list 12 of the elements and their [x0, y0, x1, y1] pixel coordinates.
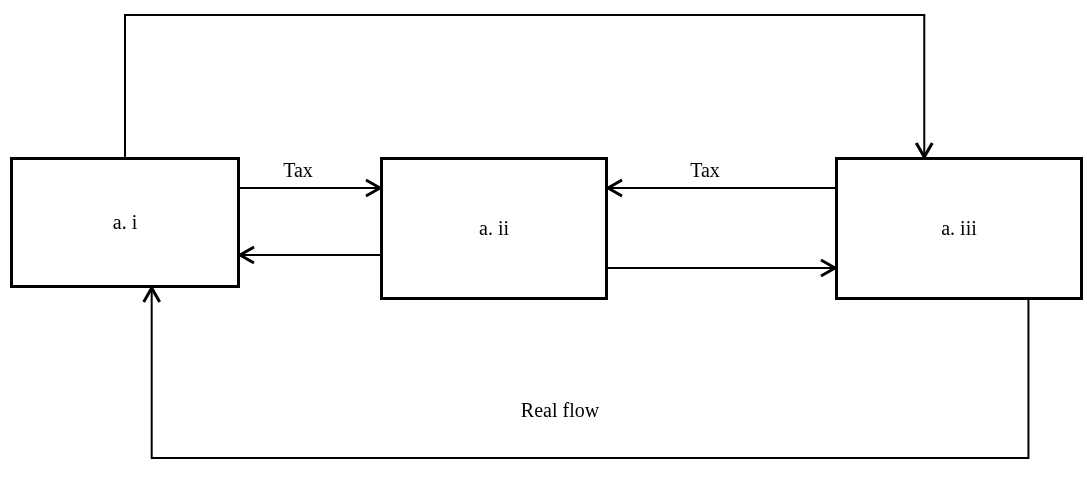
arrow: [124, 14, 934, 159]
arrow: [607, 258, 837, 278]
box-label: a. ii: [479, 217, 509, 240]
process-box: [10, 157, 240, 288]
arrow: [606, 178, 836, 198]
arrow: [238, 245, 381, 265]
process-box: [380, 157, 608, 300]
arrow: [239, 178, 382, 198]
arrow: [142, 286, 1030, 459]
box-label: a. i: [112, 211, 138, 234]
box-label: a. iii: [941, 217, 977, 240]
process-box: [835, 157, 1083, 300]
